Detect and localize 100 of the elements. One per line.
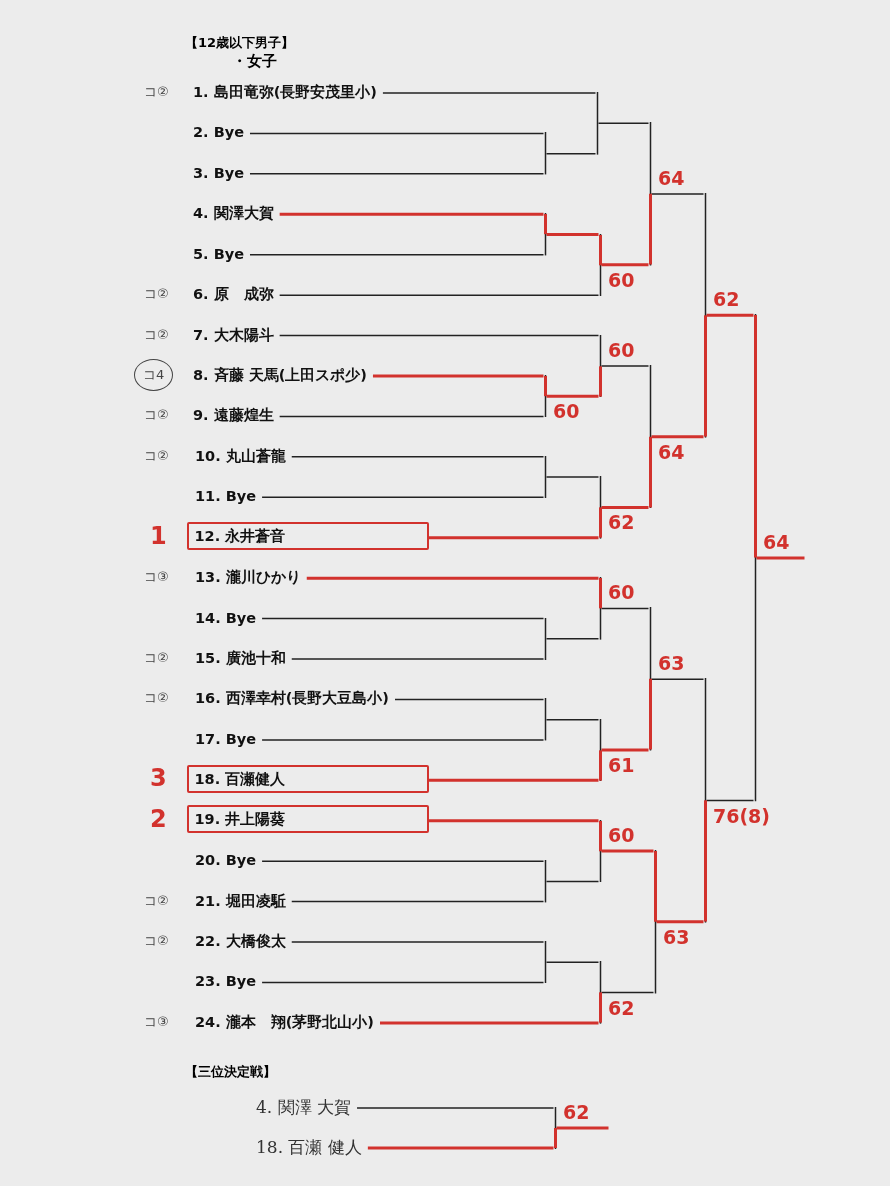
player-entry: 24. 瀧本 翔(茅野北山小) xyxy=(189,1009,380,1034)
player-entry: 18. 百瀬健人 xyxy=(186,764,429,793)
bracket-bar xyxy=(598,819,602,883)
player-entry: 2. Bye xyxy=(187,120,250,145)
score-text: 60 xyxy=(553,400,580,423)
bracket-line xyxy=(367,1146,554,1150)
player-entry: 16. 西澤幸村(長野大豆島小) xyxy=(189,686,395,711)
player-entry: 1. 島田竜弥(長野安茂里小) xyxy=(187,80,383,104)
score-text: 60 xyxy=(608,581,635,604)
bracket-line xyxy=(249,132,545,135)
bracket-bar xyxy=(543,132,547,175)
bracket-line xyxy=(601,748,649,752)
rank-number: 1 xyxy=(150,521,167,550)
bracket-line xyxy=(291,456,545,458)
handwritten-mark: コ③ xyxy=(144,1012,169,1031)
score-text: 62 xyxy=(608,996,635,1019)
handwritten-mark: コ② xyxy=(144,689,169,708)
bracket-line xyxy=(291,900,545,903)
handwritten-mark: コ② xyxy=(144,406,169,425)
player-entry: 22. 大橋俊太 xyxy=(189,929,292,953)
score-text: 63 xyxy=(663,925,690,948)
score-text: 60 xyxy=(608,268,635,291)
handwritten-mark: コ② xyxy=(144,285,169,304)
score-text: 61 xyxy=(608,754,635,776)
player-entry: 23. Bye xyxy=(189,969,263,994)
score-text: 64 xyxy=(658,167,685,190)
score-text: 63 xyxy=(658,652,685,675)
bracket-line xyxy=(651,435,704,439)
bracket-line xyxy=(291,941,545,943)
player-entry: 14. Bye xyxy=(189,605,263,630)
player-entry: 15. 廣池十和 xyxy=(189,646,292,670)
score-text: 60 xyxy=(608,824,635,847)
rank-number: 3 xyxy=(150,764,167,793)
bracket-line xyxy=(278,334,600,337)
player-entry: 20. Bye xyxy=(189,848,263,873)
handwritten-note: ・女子 xyxy=(232,52,277,71)
section-heading: 【三位決定戦】 xyxy=(185,1063,276,1081)
bracket-bar xyxy=(543,617,547,660)
bracket-line xyxy=(545,718,600,721)
bracket-line xyxy=(705,799,755,802)
score-text: 64 xyxy=(658,440,685,463)
bracket-line xyxy=(249,253,545,256)
bracket-line xyxy=(306,576,599,580)
player-entry: 10. 丸山蒼龍 xyxy=(189,443,292,468)
handwritten-mark: コ② xyxy=(144,891,169,910)
bracket-bar xyxy=(598,334,602,398)
player-entry: 13. 瀧川ひかり xyxy=(189,565,307,590)
bracket-line xyxy=(261,617,545,620)
bracket-line xyxy=(600,365,650,367)
bracket-line xyxy=(650,193,705,195)
bracket-bar xyxy=(703,678,707,923)
bracket-line xyxy=(428,536,599,540)
bracket-line xyxy=(394,698,545,701)
player-entry: 5. Bye xyxy=(187,241,250,266)
bracket-line xyxy=(556,1126,609,1130)
bracket-bar xyxy=(753,314,757,802)
bracket-line xyxy=(278,294,600,296)
player-entry: 19. 井上陽葵 xyxy=(186,805,429,834)
handwritten-mark: コ③ xyxy=(144,568,169,587)
bracket-line xyxy=(601,505,649,509)
player-entry: 21. 堀田凌駈 xyxy=(189,888,292,913)
score-text: 76(8) xyxy=(713,804,771,827)
bracket-line xyxy=(261,496,545,499)
bracket-bar xyxy=(653,850,657,994)
player-entry: 8. 斉藤 天馬(上田スポ少) xyxy=(187,363,373,387)
bracket-line xyxy=(650,678,705,680)
player-entry: 9. 遠藤煌生 xyxy=(187,403,280,428)
bracket-line xyxy=(279,212,544,216)
bracket-line xyxy=(756,556,805,560)
bracket-bar xyxy=(543,375,547,418)
bracket-bar xyxy=(598,476,602,539)
handwritten-entry: 4. 関澤 大賀 xyxy=(250,1095,358,1119)
handwritten-entry: 18. 百瀬 健人 xyxy=(250,1135,368,1159)
bracket-line xyxy=(380,1021,599,1025)
player-entry: 6. 原 成弥 xyxy=(187,282,280,307)
bracket-line xyxy=(428,778,599,782)
bracket-line xyxy=(600,607,650,610)
player-entry: 3. Bye xyxy=(187,160,250,185)
player-entry: 11. Bye xyxy=(189,484,263,509)
bracket-line xyxy=(546,394,599,398)
handwritten-mark: コ② xyxy=(144,446,169,465)
rank-number: 2 xyxy=(150,804,167,833)
bracket-line xyxy=(546,233,599,236)
bracket-line xyxy=(545,880,600,883)
bracket-bar xyxy=(648,607,652,751)
player-entry: 17. Bye xyxy=(189,726,263,751)
bracket-bar xyxy=(648,364,652,509)
bracket-bar xyxy=(598,233,602,297)
handwritten-mark: コ② xyxy=(144,83,169,101)
score-text: 62 xyxy=(713,288,740,311)
handwritten-mark: コ② xyxy=(144,649,169,667)
bracket-line xyxy=(261,860,545,862)
bracket-bar xyxy=(703,193,707,438)
score-text: 62 xyxy=(608,511,635,534)
bracket-bar xyxy=(543,455,547,499)
bracket-bar xyxy=(553,1107,557,1149)
bracket-bar xyxy=(543,941,547,984)
bracket-bar xyxy=(598,961,602,1024)
bracket-line xyxy=(382,92,597,94)
score-text: 62 xyxy=(563,1101,590,1123)
